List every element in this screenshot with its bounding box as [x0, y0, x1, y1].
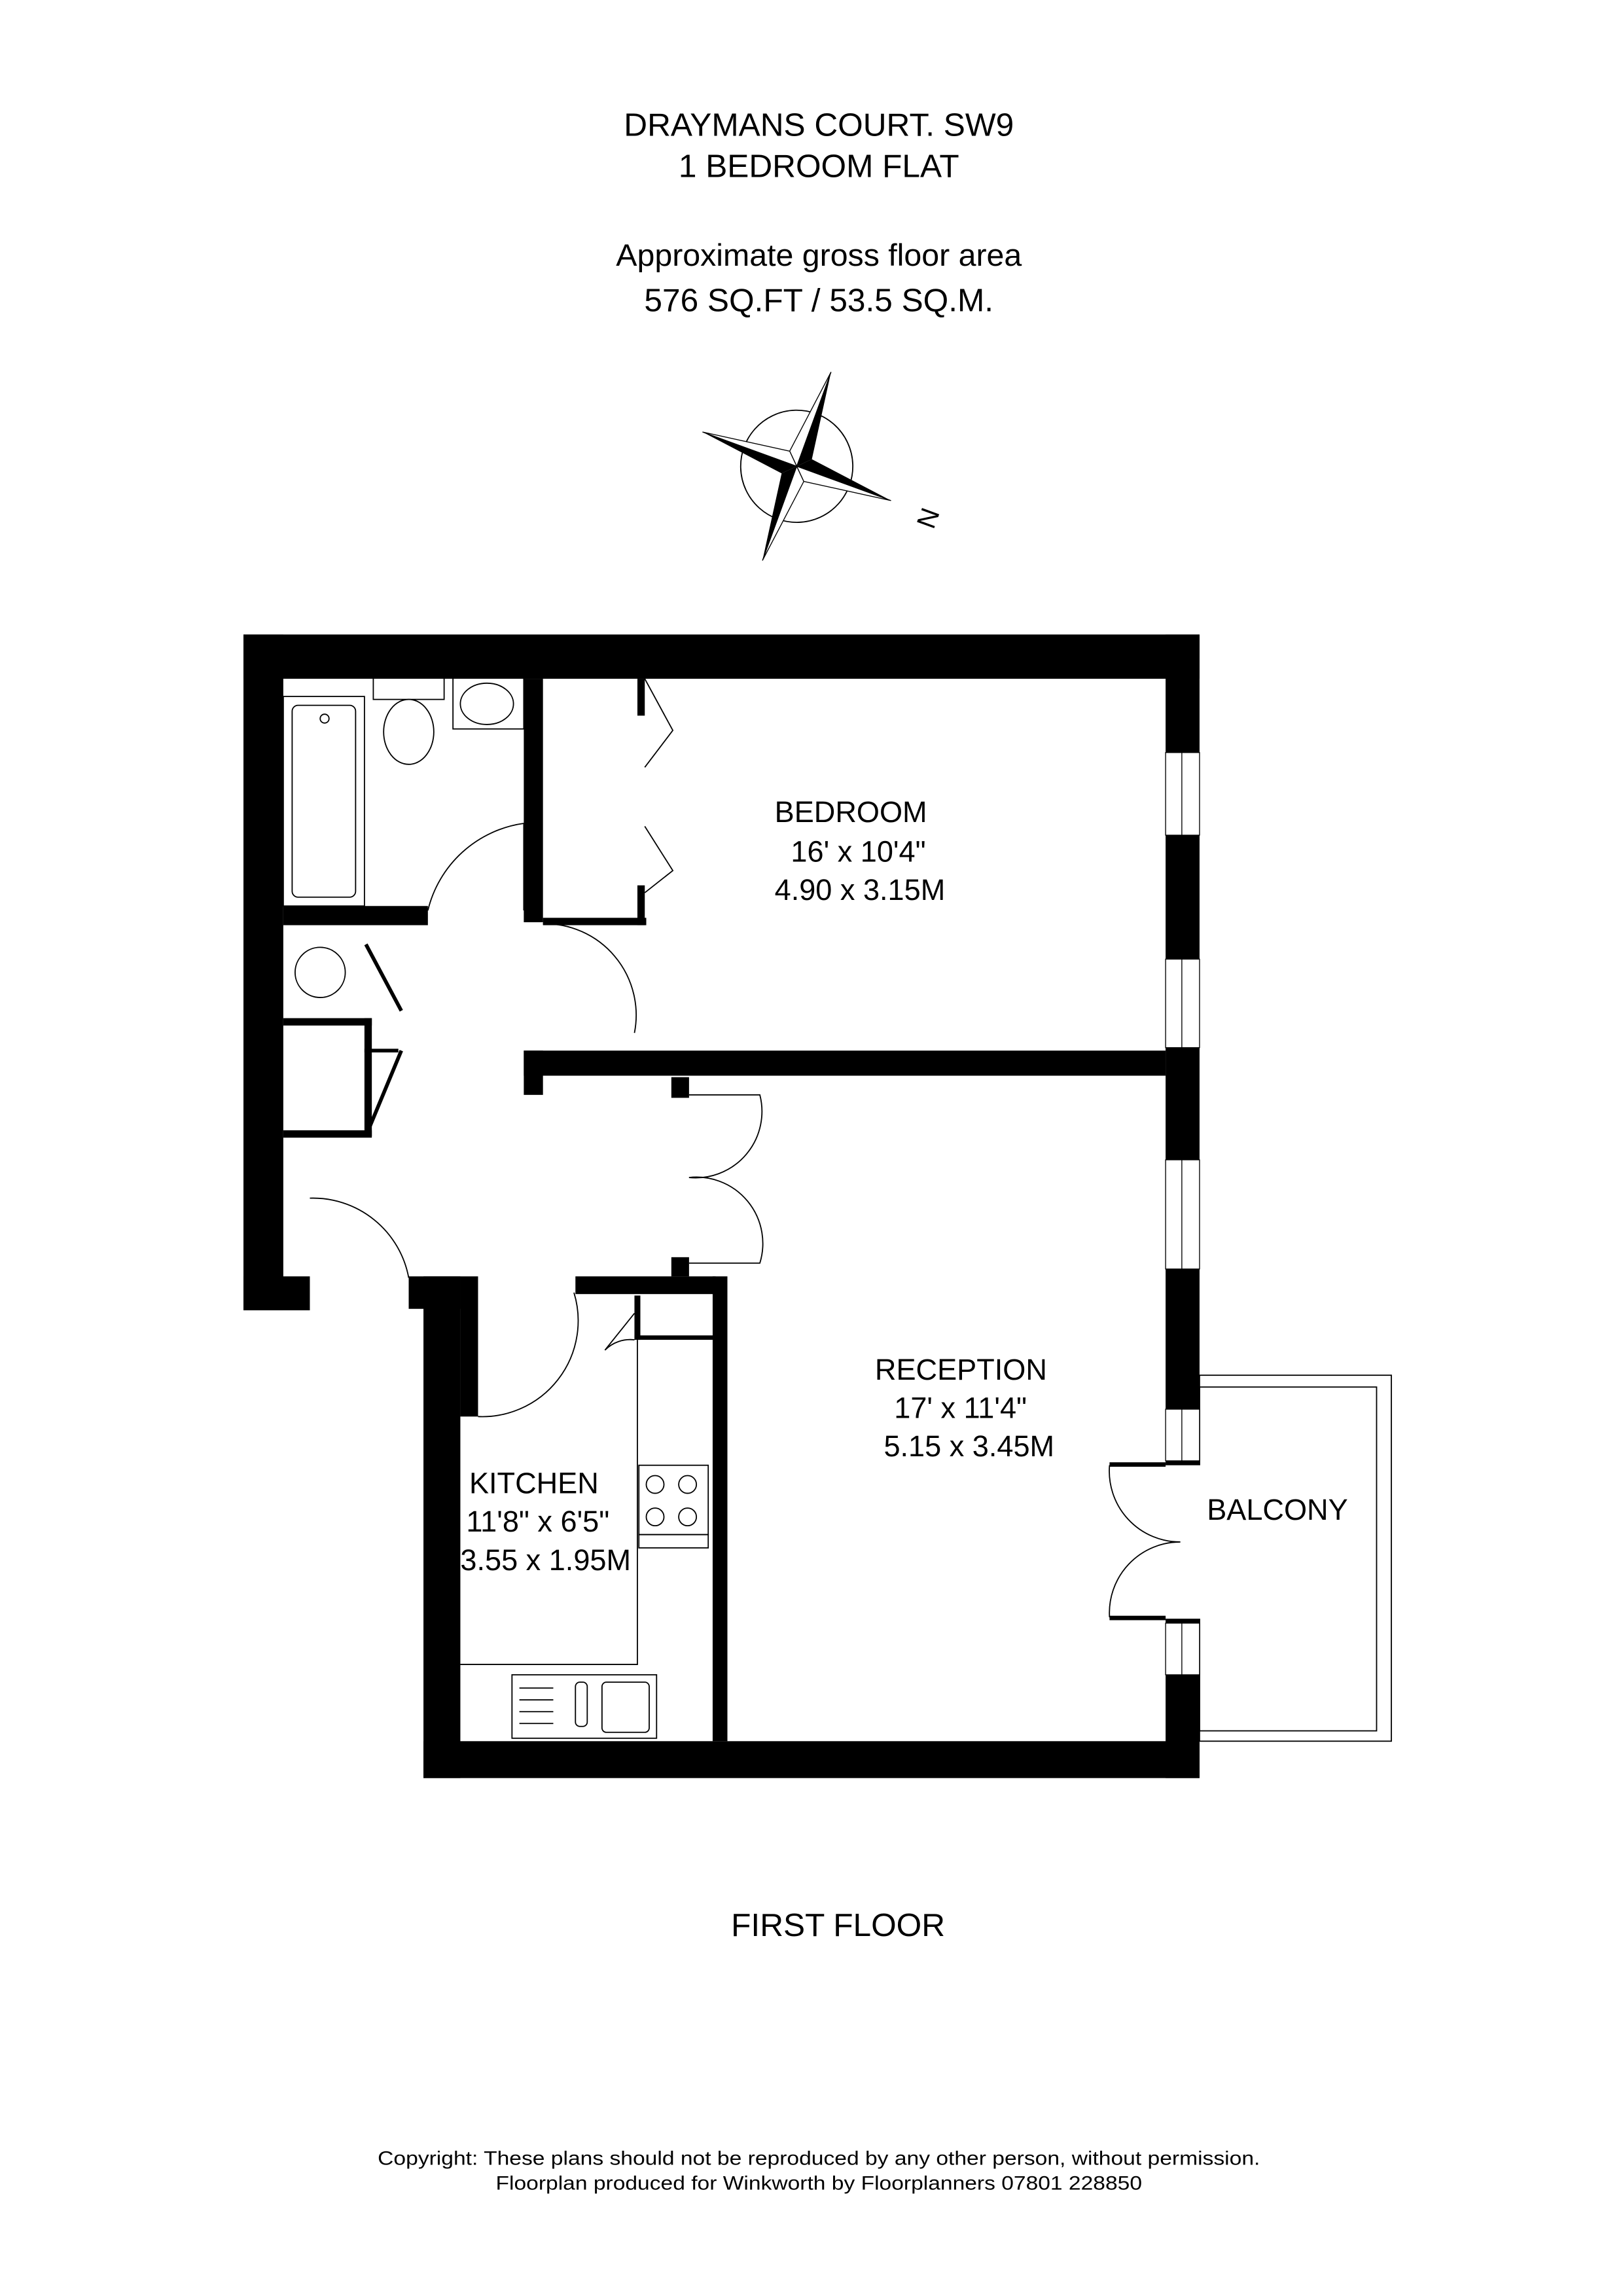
balcony-name: BALCONY: [1207, 1493, 1347, 1526]
room-kitchen: KITCHEN 11'8" x 6'5" 3.55 x 1.95M: [460, 1467, 631, 1577]
credit-text: Floorplan produced for Winkworth by Floo…: [496, 2173, 1142, 2195]
kitchen-name: KITCHEN: [469, 1467, 599, 1500]
header: DRAYMANS COURT. SW9 1 BEDROOM FLAT Appro…: [616, 106, 1022, 318]
floor-plan: BEDROOM 16' x 10'4" 4.90 x 3.15M RECEPTI…: [243, 634, 1392, 1778]
kitchen-metric: 3.55 x 1.95M: [460, 1543, 631, 1577]
copyright-text: Copyright: These plans should not be rep…: [378, 2147, 1260, 2169]
kitchen-sink-icon: [511, 1674, 658, 1739]
bedroom-metric: 4.90 x 3.15M: [775, 873, 946, 906]
bedroom-imperial: 16' x 10'4": [791, 835, 925, 869]
title-line2: 1 BEDROOM FLAT: [679, 148, 959, 185]
floor-label: FIRST FLOOR: [731, 1907, 945, 1943]
windows: [1164, 752, 1202, 1676]
kitchen-imperial: 11'8" x 6'5": [466, 1505, 609, 1538]
reception-name: RECEPTION: [875, 1353, 1047, 1386]
room-bedroom: BEDROOM 16' x 10'4" 4.90 x 3.15M: [775, 795, 946, 906]
area-label: Approximate gross floor area: [616, 238, 1022, 273]
reception-imperial: 17' x 11'4": [894, 1391, 1027, 1425]
compass-icon: [702, 372, 891, 561]
balcony-outline: [1199, 1374, 1392, 1742]
room-reception: RECEPTION 17' x 11'4" 5.15 x 3.45M: [875, 1353, 1054, 1463]
north-label: N: [911, 504, 946, 532]
reception-metric: 5.15 x 3.45M: [883, 1429, 1054, 1463]
footer: Copyright: These plans should not be rep…: [378, 2147, 1260, 2194]
area-value: 576 SQ.FT / 53.5 SQ.M.: [644, 282, 993, 319]
bathtub-icon: [282, 696, 365, 907]
boiler-icon: [294, 946, 346, 998]
bedroom-name: BEDROOM: [775, 795, 927, 829]
toilet-icon: [372, 672, 445, 765]
hob-icon: [638, 1464, 709, 1549]
title-line1: DRAYMANS COURT. SW9: [624, 106, 1014, 143]
sink-icon: [452, 672, 525, 730]
